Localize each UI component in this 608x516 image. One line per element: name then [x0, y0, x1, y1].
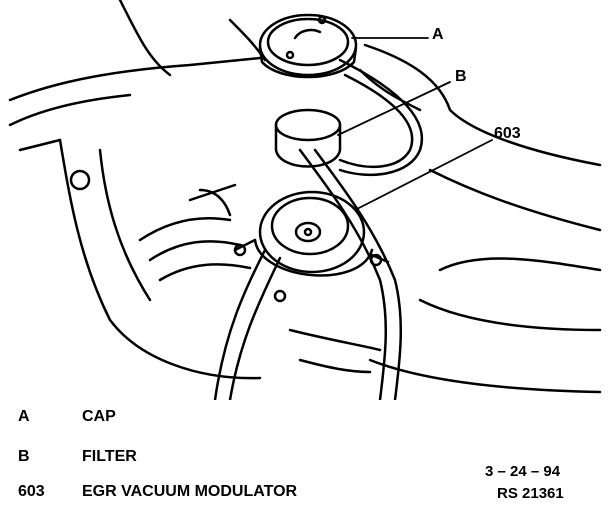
cap	[258, 13, 358, 79]
engine-outline	[8, 0, 602, 394]
vacuum-hoses	[213, 58, 423, 400]
reference-date: 3 – 24 – 94	[485, 463, 561, 480]
legend-code-b: B	[18, 448, 30, 465]
legend-desc-egr-vacuum-modulator: EGR VACUUM MODULATOR	[82, 483, 298, 500]
reference-code: RS 21361	[497, 485, 564, 502]
legend-desc-cap: CAP	[82, 408, 116, 425]
egr-modulator-illustration	[8, 0, 602, 400]
filter	[274, 108, 342, 168]
leader-lines	[337, 37, 493, 211]
legend-code-603: 603	[18, 483, 45, 500]
legend-desc-filter: FILTER	[82, 448, 137, 465]
legend-code-a: A	[18, 408, 30, 425]
callout-603: 603	[494, 125, 521, 142]
callout-b: B	[455, 68, 467, 85]
egr-vacuum-modulator	[233, 190, 390, 303]
callout-a: A	[432, 26, 444, 43]
